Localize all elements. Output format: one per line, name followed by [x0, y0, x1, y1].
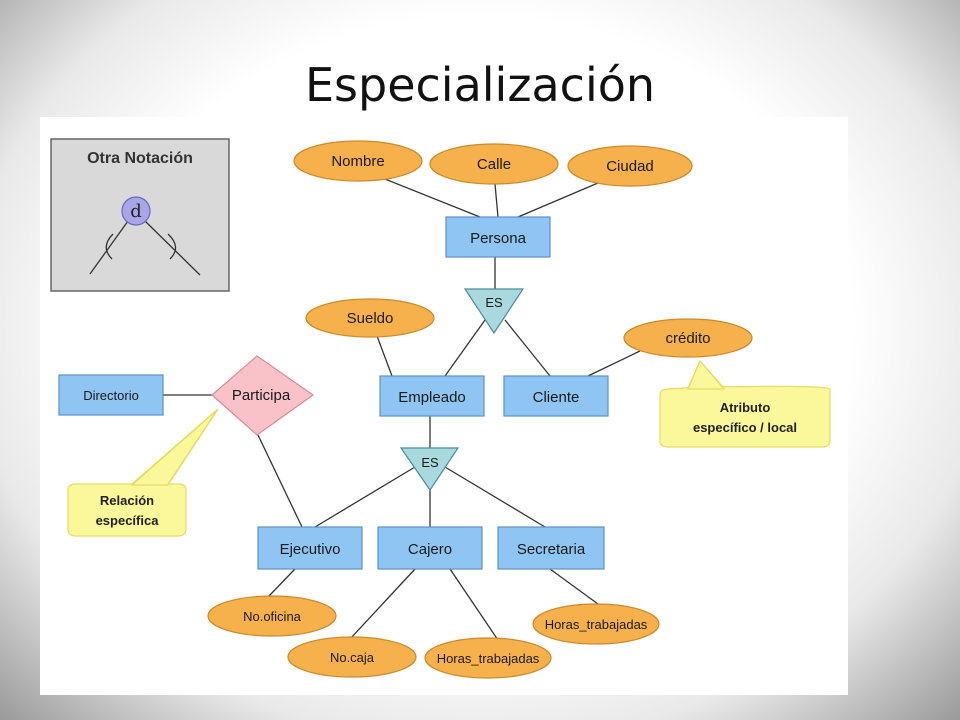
disjoint-symbol: d	[130, 201, 142, 222]
attribute-ciudad: Ciudad	[567, 145, 693, 187]
legend-right-arc	[167, 233, 177, 260]
legend-left-line	[89, 220, 129, 275]
er-diagram: Otra Notación d Persona Empleado	[50, 138, 831, 679]
entity-ejecutivo-label: Ejecutivo	[280, 541, 341, 558]
slide-title: Especialización	[304, 58, 656, 112]
attribute-horas-trabajadas-cajero: Horas_trabajadas	[424, 637, 552, 679]
entity-cliente-label: Cliente	[533, 389, 580, 406]
edge-cajero-nocaja	[349, 568, 416, 640]
edge-secretaria-horas	[549, 568, 599, 605]
attribute-sueldo-label: Sueldo	[347, 310, 394, 327]
entity-cajero: Cajero	[377, 526, 483, 570]
edge-credito-cliente	[587, 350, 641, 377]
entity-secretaria-label: Secretaria	[517, 541, 586, 558]
attribute-no-caja-label: No.caja	[330, 650, 375, 665]
legend-box: Otra Notación d	[50, 138, 230, 292]
edge-ejecutivo-nooficina	[267, 568, 296, 598]
edge-ciudad-persona	[517, 179, 606, 218]
entity-directorio: Directorio	[58, 374, 164, 416]
attribute-ciudad-label: Ciudad	[606, 158, 654, 175]
entity-persona: Persona	[445, 216, 551, 258]
attribute-credito: crédito	[623, 318, 753, 358]
entity-directorio-label: Directorio	[83, 388, 139, 403]
specialization-lower-label: ES	[421, 455, 439, 470]
specialization-lower: ES	[399, 447, 460, 492]
attribute-nombre: Nombre	[293, 140, 423, 182]
entity-ejecutivo: Ejecutivo	[257, 526, 363, 570]
edge-es-empleado	[444, 319, 486, 377]
specialization-upper: ES	[463, 288, 525, 335]
disjoint-circle	[121, 196, 151, 226]
attribute-horas-cajero-label: Horas_trabajadas	[437, 651, 540, 666]
attribute-no-oficina-label: No.oficina	[243, 609, 302, 624]
attribute-no-caja: No.caja	[287, 636, 417, 678]
edge-calle-persona	[494, 183, 499, 218]
legend-right-line	[144, 220, 201, 276]
callout-relacion-line2: específica	[96, 513, 160, 528]
attribute-no-oficina: No.oficina	[207, 595, 337, 637]
edge-es-cliente	[504, 319, 551, 377]
entity-persona-label: Persona	[470, 230, 527, 247]
attribute-sueldo: Sueldo	[305, 298, 435, 338]
callout-atributo-line1: Atributo	[720, 400, 771, 415]
attribute-horas-trabajadas-secretaria: Horas_trabajadas	[532, 603, 660, 645]
legend-title: Otra Notación	[87, 150, 193, 167]
entity-empleado: Empleado	[379, 375, 485, 417]
connectors	[163, 176, 641, 644]
callout-relacion-line1: Relación	[100, 493, 154, 508]
entity-cajero-label: Cajero	[408, 541, 452, 558]
er-diagram-panel: Otra Notación d Persona Empleado	[40, 117, 848, 695]
edge-participa-ejecutivo	[257, 434, 303, 528]
edge-cajero-horas	[449, 568, 501, 644]
entity-secretaria: Secretaria	[497, 526, 605, 570]
attribute-credito-label: crédito	[665, 330, 710, 347]
callout-atributo-especifico: Atributo específico / local	[659, 359, 831, 448]
attribute-horas-secretaria-label: Horas_trabajadas	[545, 617, 648, 632]
edge-es-secretaria	[444, 466, 546, 528]
specialization-upper-label: ES	[485, 295, 503, 310]
attribute-nombre-label: Nombre	[331, 153, 384, 170]
relationship-participa: Participa	[211, 355, 315, 436]
edge-nombre-persona	[379, 176, 481, 218]
attribute-calle: Calle	[429, 143, 559, 185]
legend-left-arc	[105, 233, 114, 260]
edge-es-ejecutivo	[314, 466, 416, 528]
edge-sueldo-empleado	[376, 335, 393, 377]
callout-atributo-line2: específico / local	[693, 420, 797, 435]
attribute-calle-label: Calle	[477, 156, 511, 173]
relationship-participa-label: Participa	[232, 387, 291, 404]
callout-relacion-especifica: Relación específica	[67, 408, 219, 537]
entity-empleado-label: Empleado	[398, 389, 466, 406]
entity-cliente: Cliente	[503, 375, 609, 417]
